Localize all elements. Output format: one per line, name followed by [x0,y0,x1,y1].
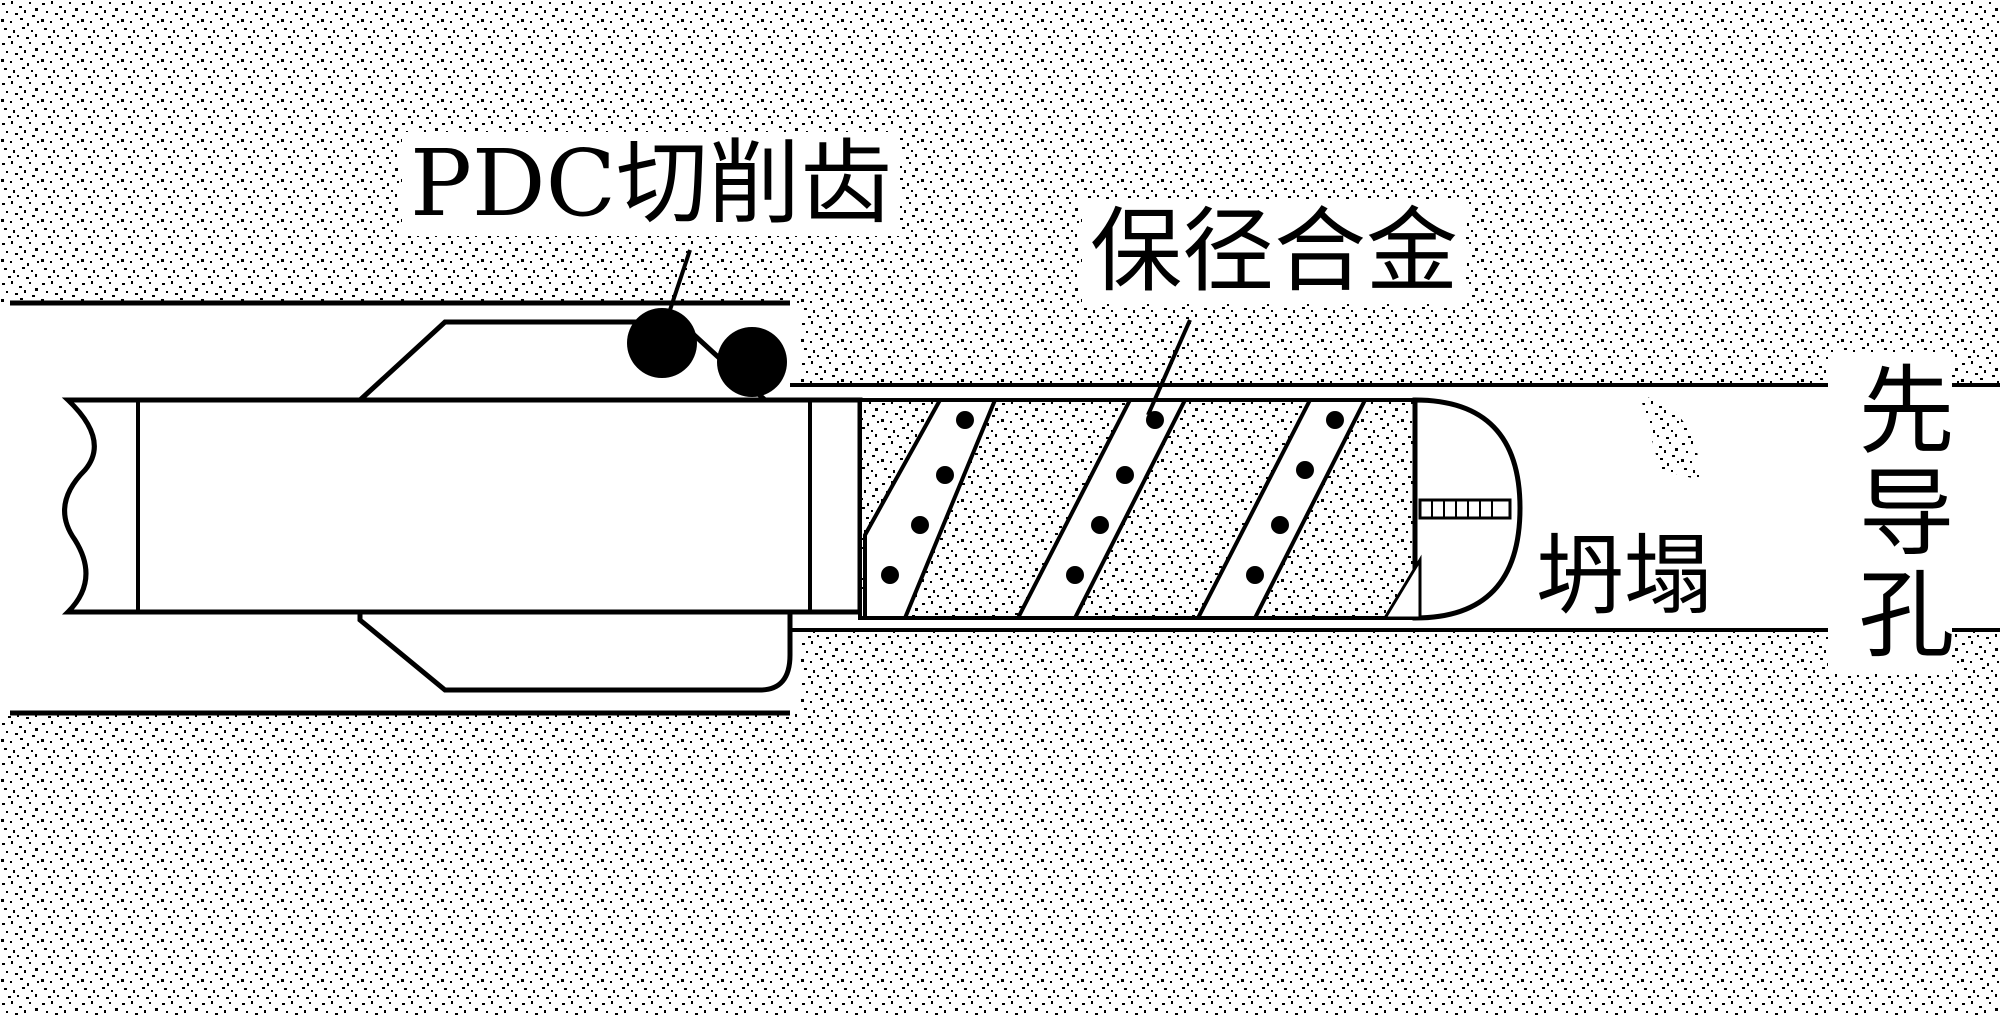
nose-insert-ticks [1431,500,1493,518]
pdc-cutter-label: PDC切削齿 [402,132,901,236]
pdc-cutter-1 [627,308,697,378]
pilot-bit-nose-insert [1418,498,1512,520]
gauge-alloy-strips [863,398,1369,620]
gauge-strip-3 [1194,398,1369,620]
pilot-hole-label: 先导孔 [1828,352,1954,674]
gauge-alloy-label: 保径合金 [1082,200,1467,304]
pdc-leader-line [668,249,692,311]
drill-pipe [61,397,863,615]
gauge-leader-line [1146,319,1192,416]
collapse-debris-2 [1640,395,1700,480]
pdc-cutter-2 [717,327,787,397]
pilot-bit-nose-bevel [1382,554,1422,620]
gauge-strip-1 [863,398,998,620]
gauge-strip-2 [1014,398,1189,620]
gauge-alloy-dots [881,411,1344,584]
collapse-label: 坍塌 [1530,528,1719,624]
